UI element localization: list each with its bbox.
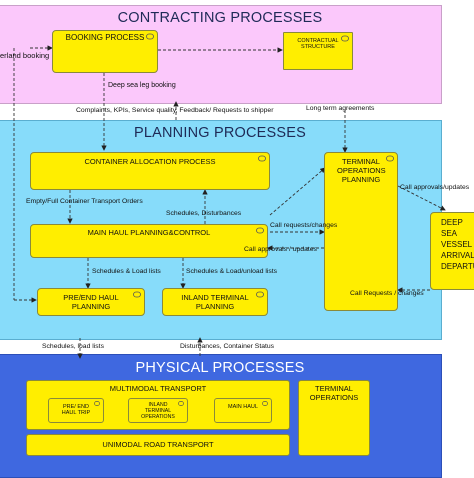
planning-lane-title: PLANNING PROCESSES (133, 125, 306, 141)
process-icon (256, 291, 264, 298)
terminal-operations-planning-label: TERMINAL OPERATIONS PLANNING (337, 157, 386, 184)
disturbances-status-note: Disturbances, Container Status (180, 343, 275, 350)
booking-process-box[interactable]: BOOKING PROCESS (52, 30, 158, 73)
multimodal-transport-label: MULTIMODAL TRANSPORT (109, 384, 207, 393)
unimodal-road-transport-box[interactable]: UNIMODAL ROAD TRANSPORT (26, 434, 290, 456)
main-haul-planning-box[interactable]: MAIN HAUL PLANNING&CONTROL (30, 224, 268, 258)
container-allocation-label: CONTAINER ALLOCATION PROCESS (84, 157, 216, 166)
process-icon (146, 33, 154, 40)
terminal-operations-planning-box[interactable]: TERMINAL OPERATIONS PLANNING (324, 152, 398, 311)
deep-sea-booking-note: Deep sea leg booking (108, 82, 176, 89)
pre-end-haul-planning-label: PRE/END HAUL PLANNING (63, 293, 119, 311)
deep-sea-vessel-box[interactable]: DEEP SEA VESSEL ARRIVAL DEPARTURE (430, 212, 474, 290)
process-icon (341, 35, 349, 42)
schedules-disturbances-note: Schedules, Disturbances (166, 210, 242, 217)
complaints-note: Complaints, KPIs, Service quality, Feedb… (76, 107, 274, 114)
process-icon (262, 401, 268, 406)
inland-terminal-operations-box[interactable]: INLAND TERMINAL OPERATIONS (128, 398, 188, 423)
process-icon (178, 401, 184, 406)
unimodal-road-transport-label: UNIMODAL ROAD TRANSPORT (102, 440, 214, 449)
main-haul-planning-label: MAIN HAUL PLANNING&CONTROL (87, 228, 211, 237)
pre-end-haul-planning-box[interactable]: PRE/END HAUL PLANNING (37, 288, 145, 316)
inland-terminal-operations-label: INLAND TERMINAL OPERATIONS (141, 402, 175, 420)
call-approvals-updates-right-note: Call approvals/updates (400, 184, 470, 191)
process-icon (258, 155, 266, 162)
long-term-agreements-note: Long term agreements (306, 105, 375, 112)
process-icon (256, 227, 264, 234)
process-icon (94, 401, 100, 406)
terminal-operations-label: TERMINAL OPERATIONS (309, 384, 359, 402)
process-icon (133, 291, 141, 298)
empty-full-orders-note: Empty/Full Container Transport Orders (26, 198, 143, 205)
contractual-structure-label: CONTRACTUAL STRUCTURE (297, 38, 339, 50)
call-requests-changes-note: Call requests/changes (270, 222, 338, 229)
physical-lane-title: PHYSICAL PROCESSES (135, 360, 305, 376)
schedules-load-lists-bottom-note: Schedules, load lists (42, 343, 104, 350)
pre-end-haul-trip-label: PRE/ END HAUL TRIP (61, 404, 91, 416)
schedules-load-unload-note: Schedules & Load/unload lists (186, 268, 278, 275)
contracting-lane-title: CONTRACTING PROCESSES (117, 10, 323, 26)
call-approvals-updates-note: Call approvals / updates (244, 246, 317, 253)
inland-terminal-planning-box[interactable]: INLAND TERMINAL PLANNING (162, 288, 268, 316)
main-haul-label: MAIN HAUL (228, 404, 258, 410)
deep-sea-vessel-label: DEEP SEA VESSEL ARRIVAL DEPARTURE (441, 218, 474, 271)
inland-booking-note: erland booking (0, 51, 50, 60)
process-icon (386, 155, 394, 162)
inland-terminal-planning-label: INLAND TERMINAL PLANNING (181, 293, 249, 311)
contractual-structure-box[interactable]: CONTRACTUAL STRUCTURE (283, 32, 353, 70)
booking-process-label: BOOKING PROCESS (65, 33, 145, 42)
schedules-load-lists-note: Schedules & Load lists (92, 268, 161, 275)
pre-end-haul-trip-box[interactable]: PRE/ END HAUL TRIP (48, 398, 104, 423)
call-requests-changes-right-note: Call Requests / changes (350, 290, 424, 297)
container-allocation-box[interactable]: CONTAINER ALLOCATION PROCESS (30, 152, 270, 190)
terminal-operations-box[interactable]: TERMINAL OPERATIONS (298, 380, 370, 456)
main-haul-box[interactable]: MAIN HAUL (214, 398, 272, 423)
